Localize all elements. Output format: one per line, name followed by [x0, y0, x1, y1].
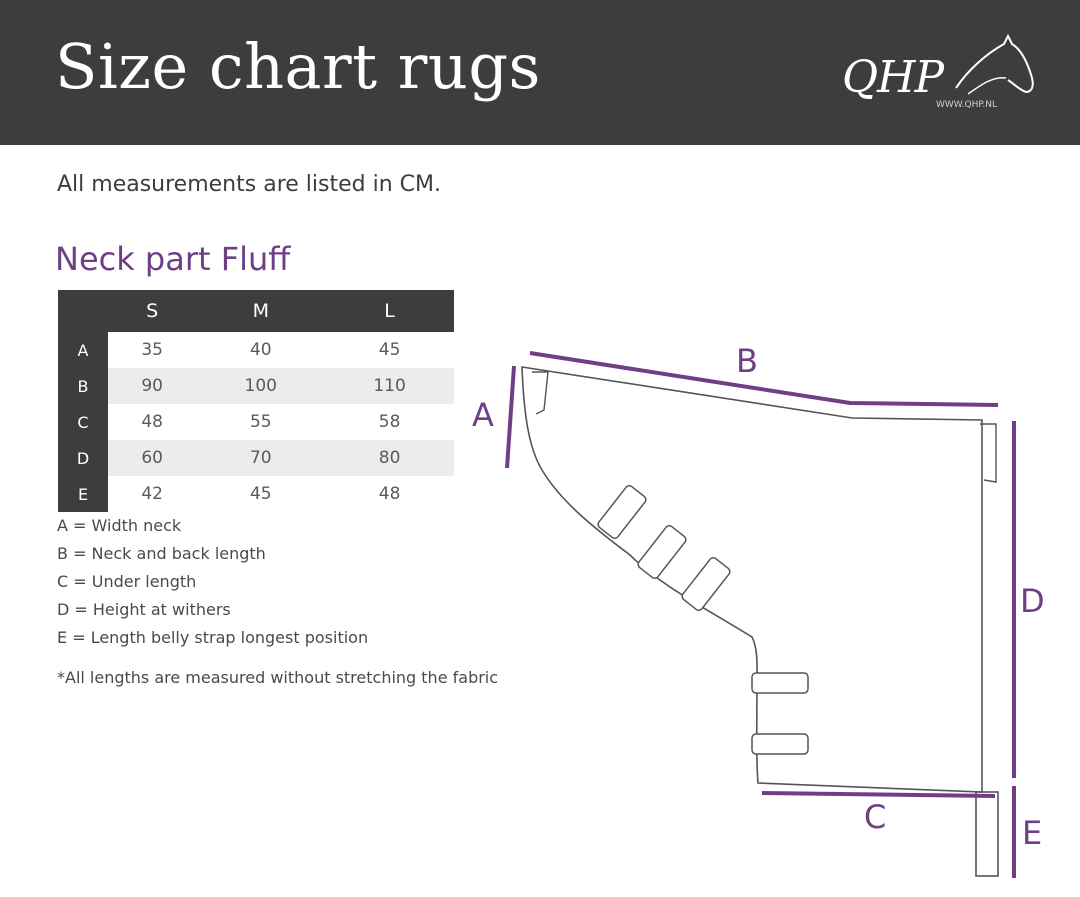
wither-corner-detail [980, 423, 997, 483]
size-table: S M L A 35 40 45 B 90 100 110 C 48 55 58… [58, 290, 454, 512]
row-header: C [58, 404, 108, 440]
table-cell: 42 [141, 484, 163, 504]
column-header-l: L [325, 290, 454, 332]
legend-item: A = Width neck [57, 516, 182, 535]
column-header-m: M [196, 290, 326, 332]
logo-url: WWW.QHP.NL [936, 100, 998, 110]
table-cell: 35 [141, 340, 163, 360]
dimension-b-line [529, 351, 999, 407]
row-header: A [58, 332, 108, 368]
qhp-logo: QHP WWW.QHP.NL [836, 30, 1041, 125]
table-row: E 42 45 48 [58, 476, 454, 512]
neck-corner-detail [532, 371, 549, 415]
header-banner: Size chart rugs QHP WWW.QHP.NL [0, 0, 1080, 145]
legend: A = Width neck B = Neck and back length … [57, 512, 368, 652]
label-d: D [1020, 582, 1045, 620]
chest-strap [751, 733, 809, 755]
table-cell: 40 [249, 340, 272, 360]
dimension-a-line [505, 365, 516, 469]
label-e: E [1022, 814, 1043, 852]
row-header: D [58, 440, 108, 476]
legend-item: B = Neck and back length [57, 544, 266, 563]
rug-outline [521, 366, 983, 793]
dimension-c-line [761, 791, 996, 798]
table-cell: 100 [196, 368, 326, 404]
belly-strap [975, 791, 999, 877]
logo-text: QHP [842, 52, 944, 103]
table-header-row: S M L [58, 290, 454, 332]
horse-head-icon [955, 33, 1034, 95]
table-cell: 80 [325, 440, 454, 476]
table-cell: 55 [249, 412, 272, 432]
legend-item: D = Height at withers [57, 600, 231, 619]
column-header-s: S [108, 290, 197, 332]
neck-strap [681, 556, 731, 612]
legend-item: C = Under length [57, 572, 197, 591]
table-row: A 35 40 45 [58, 332, 454, 368]
neck-strap [597, 484, 647, 540]
page-title: Size chart rugs [55, 30, 541, 103]
table-cell: 48 [141, 412, 163, 432]
table-cell: 45 [378, 340, 401, 360]
table-cell: 70 [196, 440, 326, 476]
table-cell: 45 [249, 484, 272, 504]
measurement-note: All measurements are listed in CM. [57, 172, 441, 197]
table-cell: 58 [378, 412, 401, 432]
table-row: B 90 100 110 [58, 368, 454, 404]
row-header: E [58, 476, 108, 512]
section-title: Neck part Fluff [55, 240, 291, 278]
footnote: *All lengths are measured without stretc… [57, 668, 499, 687]
table-row: D 60 70 80 [58, 440, 454, 476]
table-corner [58, 290, 108, 332]
row-header: B [58, 368, 108, 404]
label-a: A [472, 396, 494, 434]
table-row: C 48 55 58 [58, 404, 454, 440]
neck-strap [637, 524, 687, 580]
label-b: B [736, 342, 758, 380]
chest-strap [751, 672, 809, 694]
table-cell: 48 [378, 484, 401, 504]
legend-item: E = Length belly strap longest position [57, 628, 369, 647]
table-cell: 110 [325, 368, 454, 404]
table-cell: 90 [108, 368, 197, 404]
table-cell: 60 [108, 440, 197, 476]
label-c: C [864, 798, 887, 836]
